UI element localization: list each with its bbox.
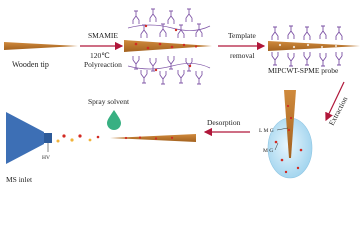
desorption-dots — [124, 136, 174, 140]
ms-inlet-capillary — [44, 133, 52, 143]
polyreaction-label: Polyreaction — [84, 60, 122, 69]
lmg-label: L M G — [259, 128, 274, 134]
spray-solvent-label: Spray solvent — [88, 97, 130, 106]
workflow-diagram: Wooden tip SMAMIE 120℃ Polyreaction Temp… — [4, 8, 360, 184]
probe-cavities — [278, 43, 337, 49]
ms-inlet-cone — [6, 112, 44, 164]
lmg-pointer — [276, 127, 289, 131]
template-label: Template — [228, 31, 256, 40]
mg-label: M G — [263, 148, 273, 154]
arrow-extraction — [325, 81, 345, 122]
probe-label: MIPCWT-SPME probe — [268, 66, 339, 75]
removal-label: removal — [230, 51, 255, 60]
probe-in-sample — [284, 90, 296, 158]
coated-tip — [124, 40, 212, 52]
hv-label: HV — [42, 155, 50, 161]
smamie-label: SMAMIE — [88, 31, 118, 40]
polymer-network — [127, 8, 211, 85]
solvent-droplet — [107, 110, 121, 130]
desorption-probe — [110, 134, 196, 142]
temperature-label: 120℃ — [90, 51, 110, 60]
spray-plume — [56, 134, 100, 143]
analyte-dots — [274, 104, 303, 174]
probe-tip — [268, 41, 360, 51]
desorption-label: Desorption — [207, 118, 241, 127]
template-dots — [134, 24, 198, 72]
wooden-tip — [4, 42, 78, 50]
wooden-tip-label: Wooden tip — [12, 60, 49, 69]
ms-inlet-label: MS inlet — [6, 175, 33, 184]
mg-pointer — [274, 142, 279, 151]
